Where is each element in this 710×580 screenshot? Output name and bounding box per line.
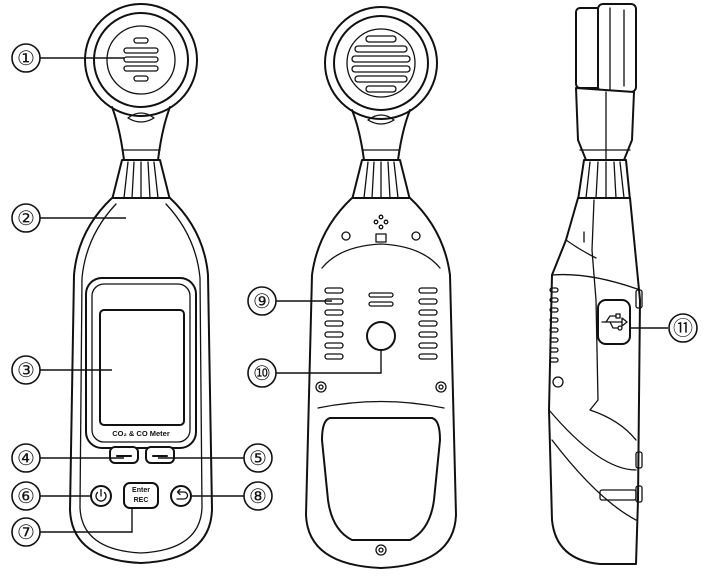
svg-text:⑧: ⑧ <box>249 484 267 508</box>
back-sensor-head-outer <box>324 6 438 120</box>
callout-2: ② <box>11 203 41 233</box>
front-sensor-head-outer <box>84 3 198 117</box>
front-view: CO₂ & CO Meter Enter REC <box>69 3 213 564</box>
svg-text:④: ④ <box>17 446 35 470</box>
enter-label: Enter <box>132 487 150 494</box>
tripod-mount <box>366 321 396 351</box>
back-vent-center <box>368 292 394 307</box>
side-body-seam <box>589 199 637 441</box>
svg-text:⑤: ⑤ <box>249 446 267 470</box>
back-vent-left <box>324 287 344 360</box>
callout-4: ④ <box>11 443 41 473</box>
usb-icon <box>601 313 628 331</box>
rec-label: REC <box>134 497 149 504</box>
front-body-inner-edge <box>79 203 203 554</box>
battery-cover <box>321 417 441 541</box>
callout-11: ⑪ <box>668 313 698 343</box>
back-upper-panel <box>321 243 441 269</box>
svg-text:①: ① <box>17 46 35 70</box>
front-sensor-slots <box>123 37 159 82</box>
front-collar-ribs <box>123 161 159 199</box>
svg-text:⑨: ⑨ <box>253 289 271 313</box>
leader-lines <box>40 57 668 533</box>
lcd-screen <box>99 309 185 426</box>
side-view <box>548 3 643 565</box>
svg-text:⑩: ⑩ <box>253 361 271 385</box>
callout-6: ⑥ <box>11 481 41 511</box>
back-button[interactable] <box>170 485 192 507</box>
front-sensor-grille-ring <box>106 25 176 95</box>
svg-text:③: ③ <box>17 358 35 382</box>
callout-9: ⑨ <box>247 286 277 316</box>
svg-text:②: ② <box>17 206 35 230</box>
callout-1: ① <box>11 43 41 73</box>
callout-7: ⑦ <box>11 517 41 547</box>
back-body <box>305 197 457 569</box>
callout-8: ⑧ <box>243 481 273 511</box>
callouts: ① ② ③ ④ ⑤ ⑥ ⑦ ⑧ <box>11 43 698 547</box>
callout-5: ⑤ <box>243 443 273 473</box>
front-neck-indent <box>127 112 155 123</box>
back-mic-holes <box>373 214 389 230</box>
battery-cover-top <box>317 400 445 409</box>
front-sensor-head-ring <box>93 12 189 108</box>
enter-rec-button[interactable] <box>123 482 159 509</box>
svg-text:⑥: ⑥ <box>17 484 35 508</box>
svg-text:⑦: ⑦ <box>17 520 35 544</box>
side-body <box>548 197 641 565</box>
side-vents <box>549 287 559 363</box>
meter-label: CO₂ & CO Meter <box>112 429 170 438</box>
callout-3: ③ <box>11 355 41 385</box>
back-icon <box>176 488 189 500</box>
svg-text:⑪: ⑪ <box>673 316 693 340</box>
side-neck <box>575 87 635 161</box>
back-vent-right <box>418 287 438 360</box>
power-icon <box>95 488 107 502</box>
back-sensor-slots <box>351 35 411 93</box>
callout-10: ⑩ <box>247 358 277 388</box>
back-view <box>305 6 457 569</box>
